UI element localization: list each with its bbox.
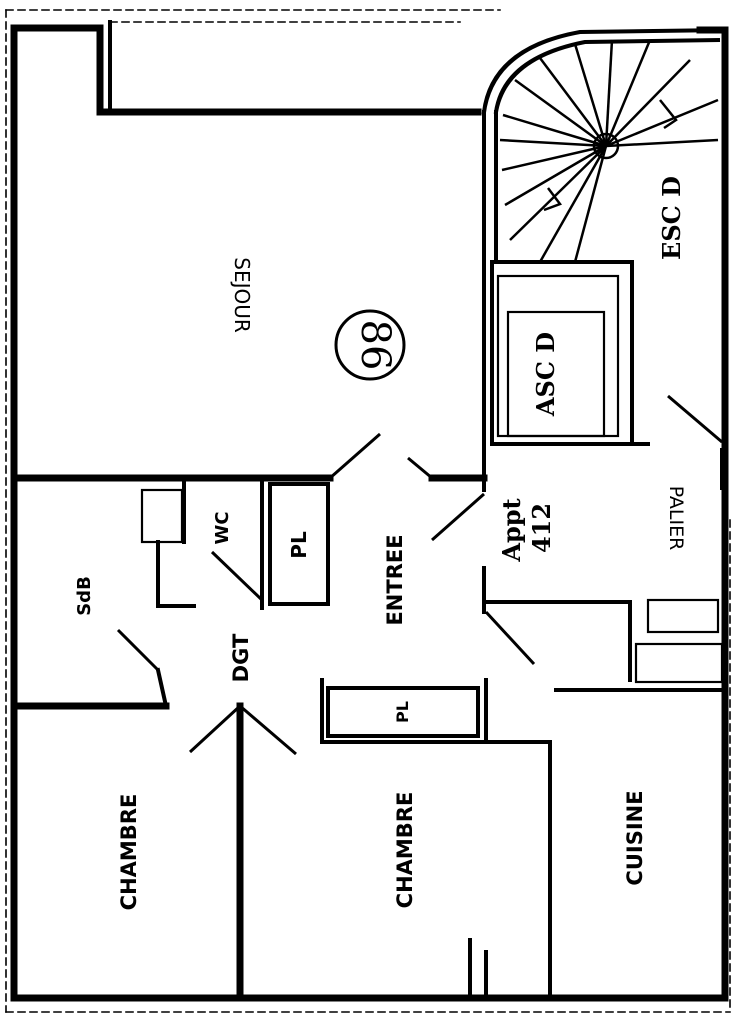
number-circle (334, 309, 406, 381)
landing-door (667, 394, 724, 490)
label-wc: WC (212, 511, 233, 544)
label-chambre-mid: CHAMBRE (393, 792, 417, 909)
label-entree: ENTREE (383, 534, 407, 625)
label-asc: ASC D (531, 332, 560, 417)
label-sdb: SdB (74, 576, 95, 616)
outer-dashed-border (5, 9, 731, 1013)
middle-cupboard (320, 678, 552, 1000)
label-appt: Appt (497, 498, 526, 562)
label-appt-number: 412 (527, 503, 556, 553)
label-chambre-left: CHAMBRE (117, 794, 141, 911)
living-room-walls (10, 432, 488, 482)
label-number: 86 (352, 320, 398, 371)
label-pl-top: PL (287, 531, 311, 559)
kitchen-walls (468, 688, 727, 1000)
entry-door (431, 492, 724, 684)
bathroom-walls (10, 628, 170, 710)
corridor-doors (188, 702, 297, 1002)
label-dgt: DGT (229, 633, 253, 682)
stair-shaft (481, 27, 728, 492)
label-sejour: SEJOUR (230, 257, 254, 333)
label-pl-mid: PL (393, 701, 412, 723)
wc-block (140, 476, 330, 610)
label-palier: PALIER (665, 486, 687, 551)
label-cuisine: CUISINE (623, 790, 647, 885)
label-esc: ESC D (657, 176, 686, 260)
elevator-shaft (490, 260, 650, 446)
